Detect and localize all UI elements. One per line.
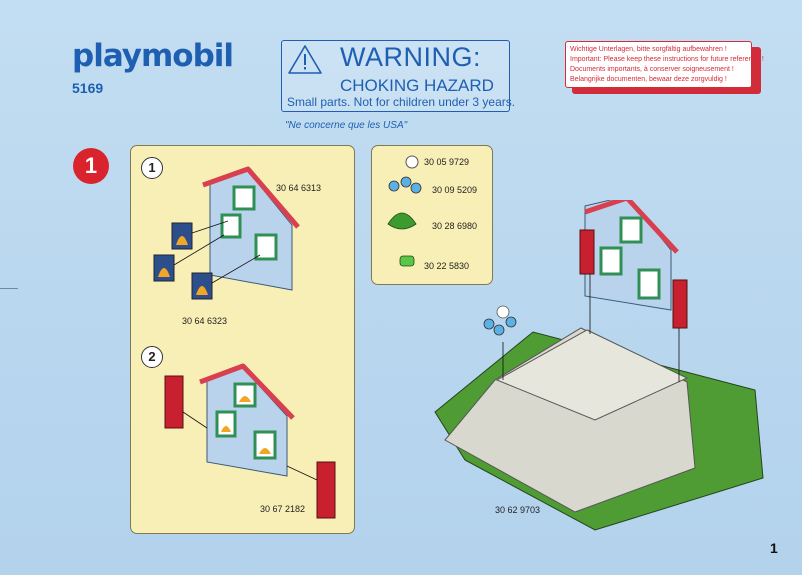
part-code-wall: 30 64 6313 [276,183,322,193]
part-code-fire-panel: 30 64 6323 [182,316,228,326]
warning-box [281,40,510,112]
step-number-badge: 1 [73,148,109,184]
parts-panel [371,145,493,285]
substep-1-badge: 1 [141,157,163,179]
side-post-assembly-illustration [164,363,336,519]
warning-triangle-icon [288,45,322,74]
keep-note-line-de: Wichtige Unterlagen, bitte sorgfältig au… [570,46,727,53]
part-code-side-post: 30 67 2182 [260,504,306,514]
wall-assembly-illustration [153,166,300,300]
part-code-plant-base: 30 22 5830 [424,261,470,271]
part-code-flower-blue: 30 09 5209 [432,185,478,195]
part-code-flower-white: 30 05 9729 [424,157,470,167]
page-number: 1 [770,540,778,556]
keep-instructions-note: Wichtige Unterlagen, bitte sorgfältig au… [565,41,764,88]
warning-detail: Small parts. Not for children under 3 ye… [287,95,516,109]
keep-note-line-en: Important: Please keep these instruction… [570,56,764,63]
base-plate-illustration [434,200,764,531]
usa-note: "Ne concerne que les USA" [285,120,408,131]
warning-subtitle: CHOKING HAZARD [340,76,494,95]
part-code-plant: 30 28 6980 [432,221,478,231]
brand-logo: playmobil [72,38,234,74]
keep-note-line-fr: Documents importants, à conserver soigne… [570,66,734,73]
model-number: 5169 [72,80,104,96]
warning-title: WARNING: [340,42,481,72]
substep-2-badge: 2 [141,346,163,368]
part-code-base-plate: 30 62 9703 [495,505,541,515]
keep-note-line-nl: Belangrijke documenten, bewaar deze zorg… [570,76,727,83]
flower-parts-illustration [387,155,422,267]
fold-mark [0,288,18,289]
